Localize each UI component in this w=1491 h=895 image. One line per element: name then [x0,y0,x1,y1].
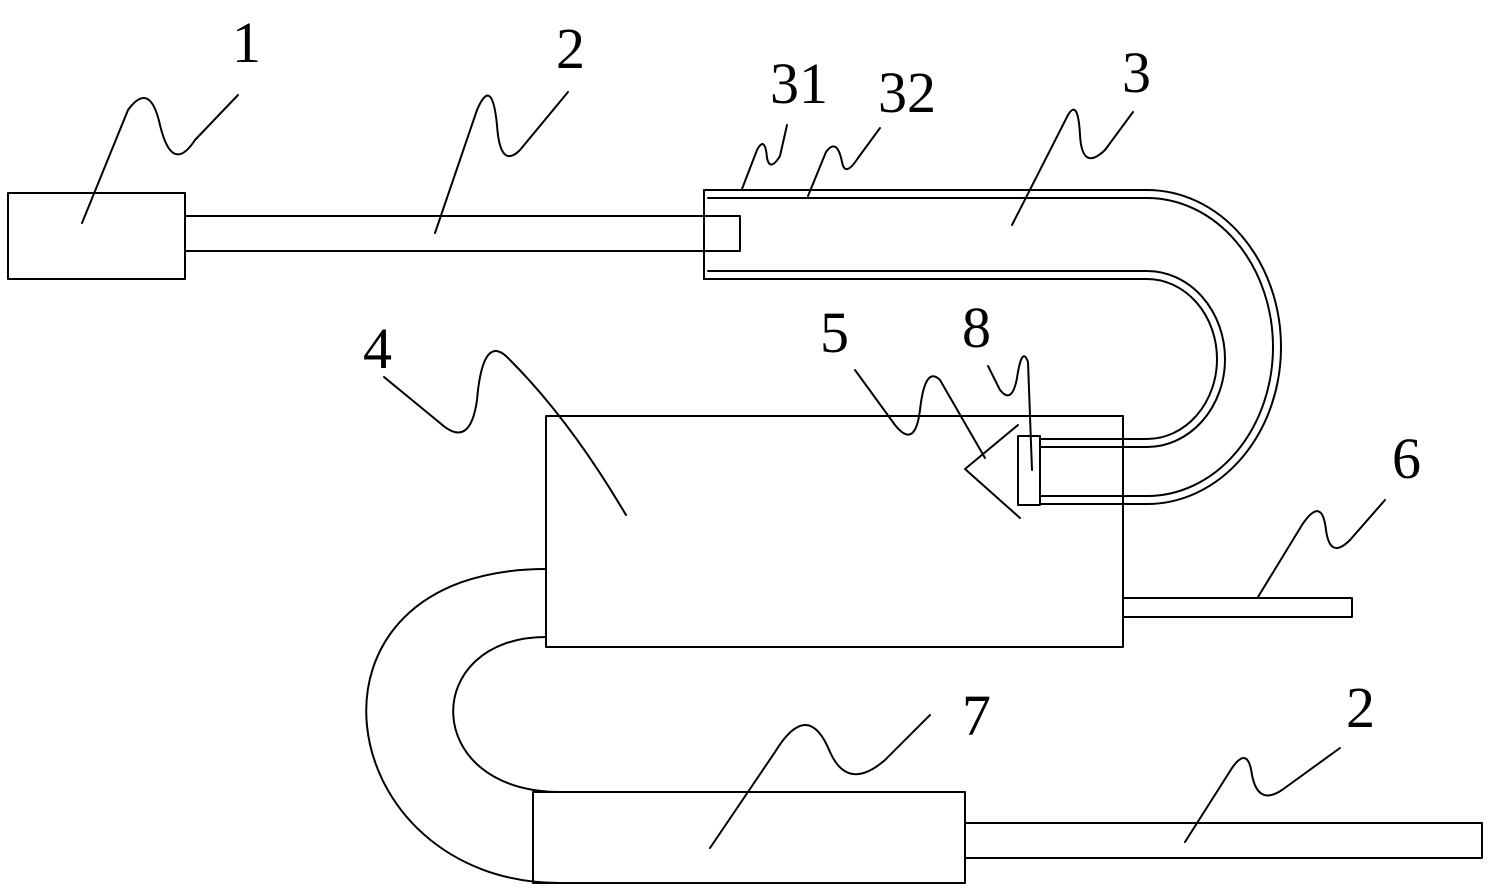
label-32: 32 [878,60,936,125]
component-8-plug [1018,436,1040,505]
leader-line-4 [384,351,626,515]
leader-line-5 [855,370,985,458]
leader-line-7 [710,715,930,848]
component-2-bottom-rod [965,823,1482,858]
label-2-top: 2 [556,16,585,81]
component-7-box [533,792,965,883]
label-8: 8 [962,295,991,360]
leader-line-1 [82,95,238,223]
component-3-tube-outer [704,190,1281,504]
component-1-box [8,193,185,279]
label-2-bottom: 2 [1346,675,1375,740]
leader-line-8 [988,356,1032,470]
leader-line-32 [808,128,880,196]
component-7-tube-inner [453,637,560,792]
leader-line-2-top [435,92,568,233]
component-6-rod [1123,598,1352,617]
component-7-tube-outer [366,569,560,883]
label-31: 31 [770,51,828,116]
label-6: 6 [1392,426,1421,491]
component-2-top-rod [185,216,740,251]
leader-line-3 [1012,110,1133,225]
label-1: 1 [232,10,261,75]
label-3: 3 [1122,40,1151,105]
leader-line-2-bottom [1185,748,1340,842]
label-7: 7 [962,683,991,748]
component-4-box [546,416,1123,647]
label-5: 5 [820,300,849,365]
leader-line-6 [1258,500,1385,597]
label-4: 4 [363,316,392,381]
leader-line-31 [742,125,787,189]
